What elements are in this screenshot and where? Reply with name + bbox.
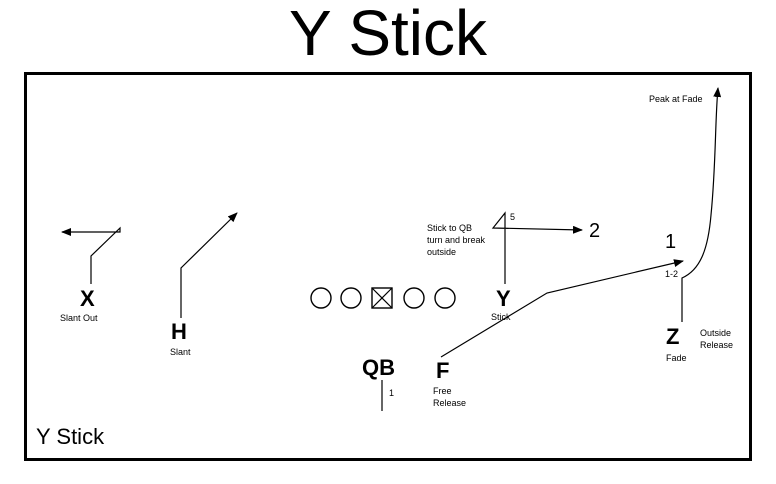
h-route-line	[180, 212, 238, 318]
player-z-route: Fade	[666, 353, 687, 363]
player-f-label: F	[436, 358, 450, 383]
player-f-route-line2: Release	[433, 398, 467, 408]
player-y-label: Y	[496, 286, 511, 311]
fade-depth-label: 1-2	[665, 269, 679, 279]
play-name-footer: Y Stick	[36, 424, 105, 449]
f-route-line	[440, 259, 684, 358]
player-z-label: Z	[666, 324, 680, 349]
player-qb-label: QB	[362, 355, 395, 380]
stick-note-line2: turn and break	[427, 235, 486, 245]
lineman-circle	[310, 287, 332, 309]
peak-at-fade-note: Peak at Fade	[649, 94, 703, 104]
read-2-label: 2	[589, 220, 601, 242]
y-route-line	[491, 211, 583, 284]
player-z-note-line1: Outside	[700, 328, 732, 338]
read-1-label: 1	[665, 231, 677, 253]
lineman-circle	[340, 287, 362, 309]
page-title: Y Stick	[289, 0, 487, 69]
player-h-label: H	[171, 319, 187, 344]
field-frame	[24, 72, 752, 461]
qb-drop-label: 1	[389, 388, 395, 398]
z-route-line	[681, 87, 722, 322]
player-z-note-line2: Release	[700, 340, 734, 350]
stick-note-line3: outside	[427, 247, 457, 257]
stick-depth-label: 5	[510, 212, 516, 222]
lineman-circle	[434, 287, 456, 309]
center-x-mark	[371, 287, 393, 309]
player-x-route: Slant Out	[60, 313, 98, 323]
x-route-line	[61, 226, 121, 284]
lineman-circle	[403, 287, 425, 309]
stick-note-line1: Stick to QB	[427, 223, 473, 233]
player-x-label: X	[80, 286, 95, 311]
player-y-route: Stick	[491, 312, 511, 322]
player-f-route-line1: Free	[433, 386, 452, 396]
player-h-route: Slant	[170, 347, 191, 357]
